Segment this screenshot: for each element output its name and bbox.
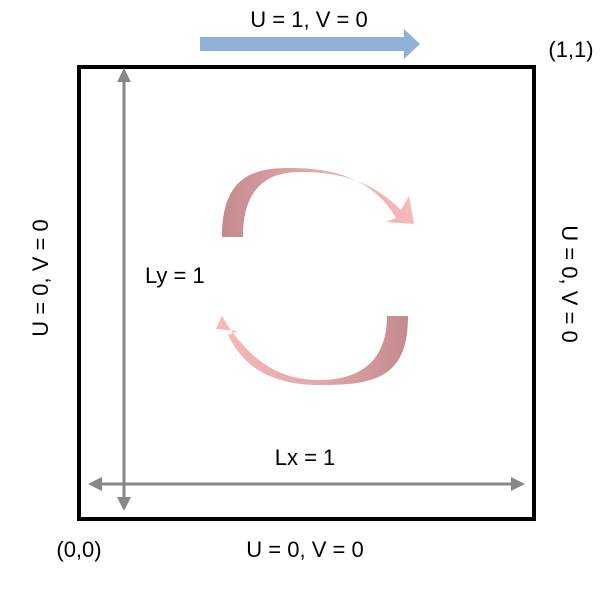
corner-top-right-label: (1,1) [548, 37, 593, 62]
vortex-icon [216, 168, 414, 385]
height-label: Ly = 1 [145, 263, 205, 288]
bottom-boundary-label: U = 0, V = 0 [246, 537, 363, 562]
top-boundary-label: U = 1, V = 0 [250, 7, 367, 32]
vortex-bottom-arc [216, 316, 408, 385]
cavity-box [77, 65, 536, 521]
corner-bottom-left-label: (0,0) [56, 537, 101, 562]
vortex-top-arc [222, 168, 414, 237]
lid-velocity-arrow [200, 29, 420, 59]
left-boundary-label: U = 0, V = 0 [28, 219, 53, 336]
width-label: Lx = 1 [275, 445, 336, 470]
width-dimension-arrow [88, 477, 525, 491]
height-dimension-arrow [117, 68, 131, 511]
right-boundary-label: U = 0, V = 0 [557, 225, 582, 342]
